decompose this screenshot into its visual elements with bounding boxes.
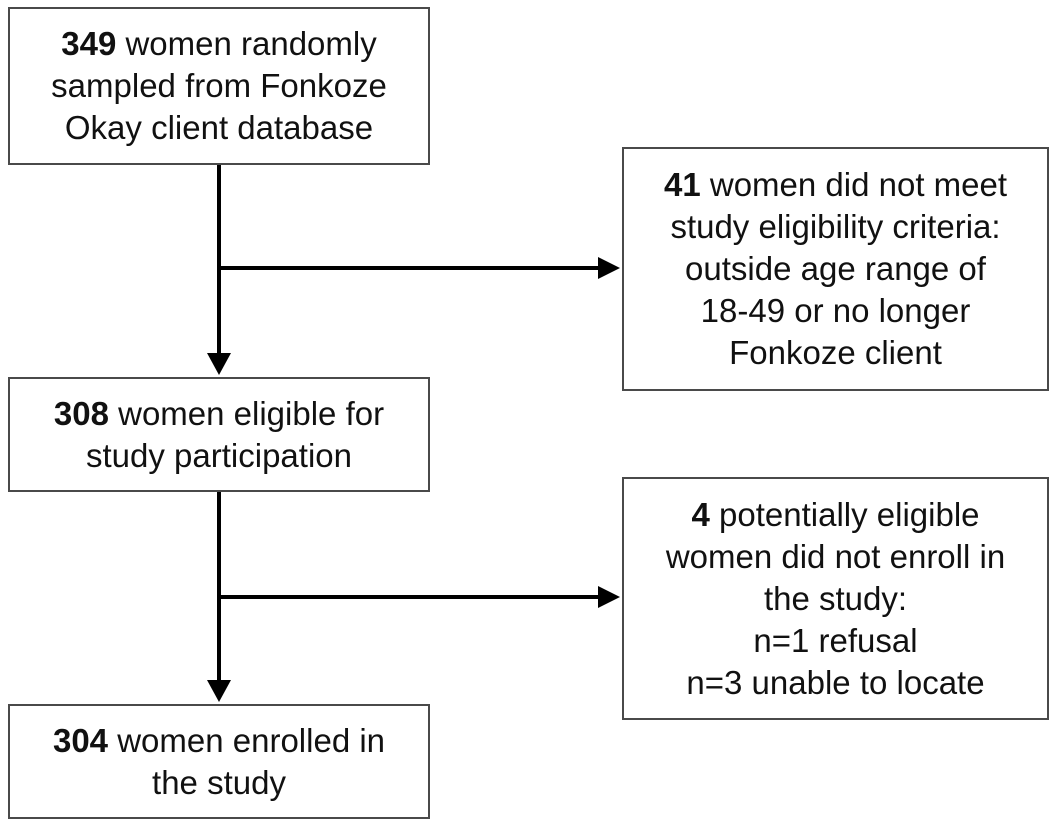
box-not-enrolled: 4 potentially eligible women did not enr… bbox=[622, 477, 1049, 720]
box-sampled-line-3: Okay client database bbox=[64, 109, 374, 146]
box-not-enrolled-line-3: the study: bbox=[763, 579, 908, 617]
box-ineligible-number: 41 bbox=[663, 166, 701, 203]
box-eligible-line-1: 308 women eligible for bbox=[53, 394, 385, 432]
box-sampled-number: 349 bbox=[61, 25, 117, 62]
box-sampled-line-1: 349 women randomly bbox=[61, 25, 377, 62]
box-eligible-line-2: study participation bbox=[86, 436, 352, 474]
box-eligible-number: 308 bbox=[53, 394, 109, 432]
arrowhead-down-enrolled bbox=[207, 680, 231, 702]
arrowhead-down-eligible bbox=[207, 353, 231, 375]
box-sampled: 349 women randomly sampled from Fonkoze … bbox=[8, 7, 430, 165]
box-ineligible-line-5: Fonkoze client bbox=[729, 334, 942, 371]
box-not-enrolled-line-1: 4 potentially eligible bbox=[691, 495, 980, 533]
box-not-enrolled-number: 4 bbox=[691, 495, 710, 533]
box-sampled-line-2: sampled from Fonkoze bbox=[51, 67, 387, 104]
box-enrolled-line-2: the study bbox=[152, 763, 286, 801]
box-enrolled-number: 304 bbox=[52, 721, 109, 759]
arrowhead-right-ineligible bbox=[598, 257, 620, 279]
box-eligible: 308 women eligible for study participati… bbox=[8, 377, 430, 492]
box-not-enrolled-line-2: women did not enroll in bbox=[665, 537, 1006, 575]
box-ineligible: 41 women did not meet study eligibility … bbox=[622, 147, 1049, 391]
box-enrolled-line-1: 304 women enrolled in bbox=[52, 721, 386, 759]
box-ineligible-line-1: 41 women did not meet bbox=[663, 166, 1008, 203]
box-not-enrolled-line-5: n=3 unable to locate bbox=[686, 663, 985, 701]
box-ineligible-line-2: study eligibility criteria: bbox=[670, 208, 1001, 245]
box-enrolled: 304 women enrolled in the study bbox=[8, 704, 430, 819]
box-ineligible-line-4: 18-49 or no longer bbox=[700, 292, 971, 329]
box-not-enrolled-line-4: n=1 refusal bbox=[753, 621, 918, 659]
arrowhead-right-not-enrolled bbox=[598, 586, 620, 608]
box-ineligible-line-3: outside age range of bbox=[685, 250, 986, 287]
